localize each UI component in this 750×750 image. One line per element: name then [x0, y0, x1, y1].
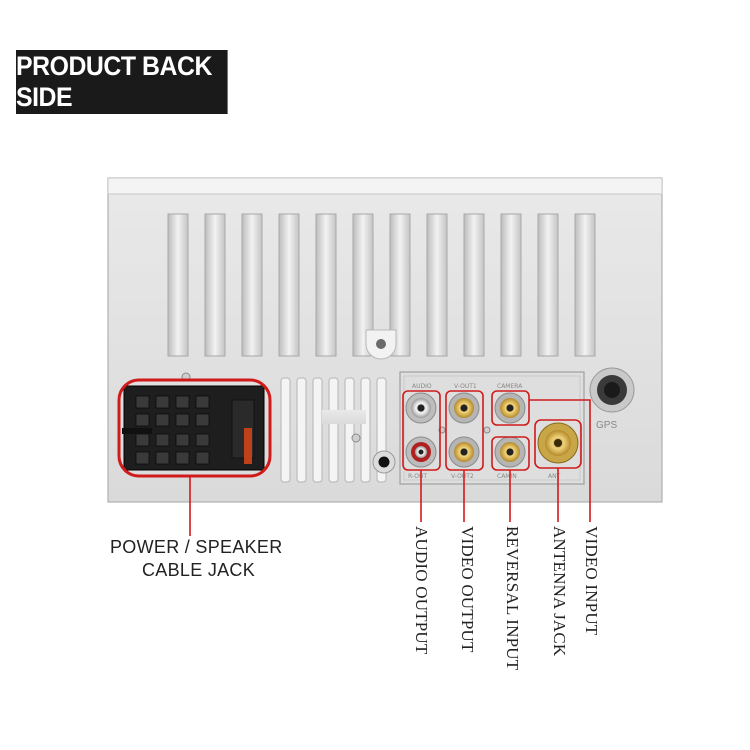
ant-port-label: ANT: [548, 473, 561, 480]
title-text: PRODUCT BACK SIDE: [16, 51, 212, 112]
title-banner: PRODUCT BACK SIDE: [16, 50, 228, 114]
svg-text:V-OUT2: V-OUT2: [451, 473, 474, 480]
vent-slots: [280, 377, 387, 483]
power-speaker-connector: [122, 385, 265, 471]
audio-output-label: AUDIO OUTPUT: [412, 526, 431, 655]
power-speaker-label-line2: CABLE JACK: [142, 560, 256, 580]
gps-port-label: GPS: [596, 420, 617, 431]
svg-text:R-OUT: R-OUT: [408, 473, 427, 480]
small-screw: [351, 433, 361, 443]
mic-jack: [372, 450, 396, 474]
heatsink-fins: [167, 213, 596, 357]
power-connector-highlight: [117, 378, 272, 478]
antenna-jack-label: ANTENNA JACK: [550, 526, 569, 657]
power-speaker-label-line1: POWER / SPEAKER: [110, 537, 283, 557]
svg-text:CAMERA: CAMERA: [497, 383, 523, 390]
reversal-input-label: REVERSAL INPUT: [503, 526, 522, 671]
svg-text:V-OUT1: V-OUT1: [454, 383, 477, 390]
svg-text:CAMIN: CAMIN: [497, 473, 517, 480]
vent-bar: [322, 410, 366, 424]
mount-screw: [365, 329, 397, 360]
svg-text:AUDIO: AUDIO: [412, 383, 432, 390]
video-input-label: VIDEO INPUT: [582, 526, 601, 636]
video-output-label: VIDEO OUTPUT: [458, 526, 477, 653]
callouts: [189, 390, 591, 536]
gps-port: GPS: [589, 367, 635, 431]
